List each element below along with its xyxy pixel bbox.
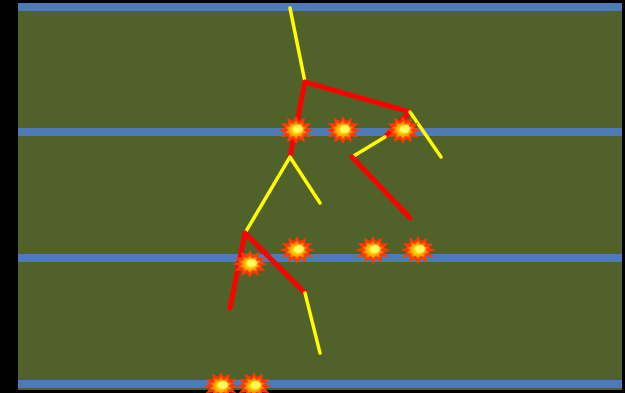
floor-1 <box>18 3 622 11</box>
field-background <box>18 4 622 390</box>
floor-4 <box>18 380 622 388</box>
floor-2 <box>18 128 622 136</box>
floor-3 <box>18 254 622 262</box>
